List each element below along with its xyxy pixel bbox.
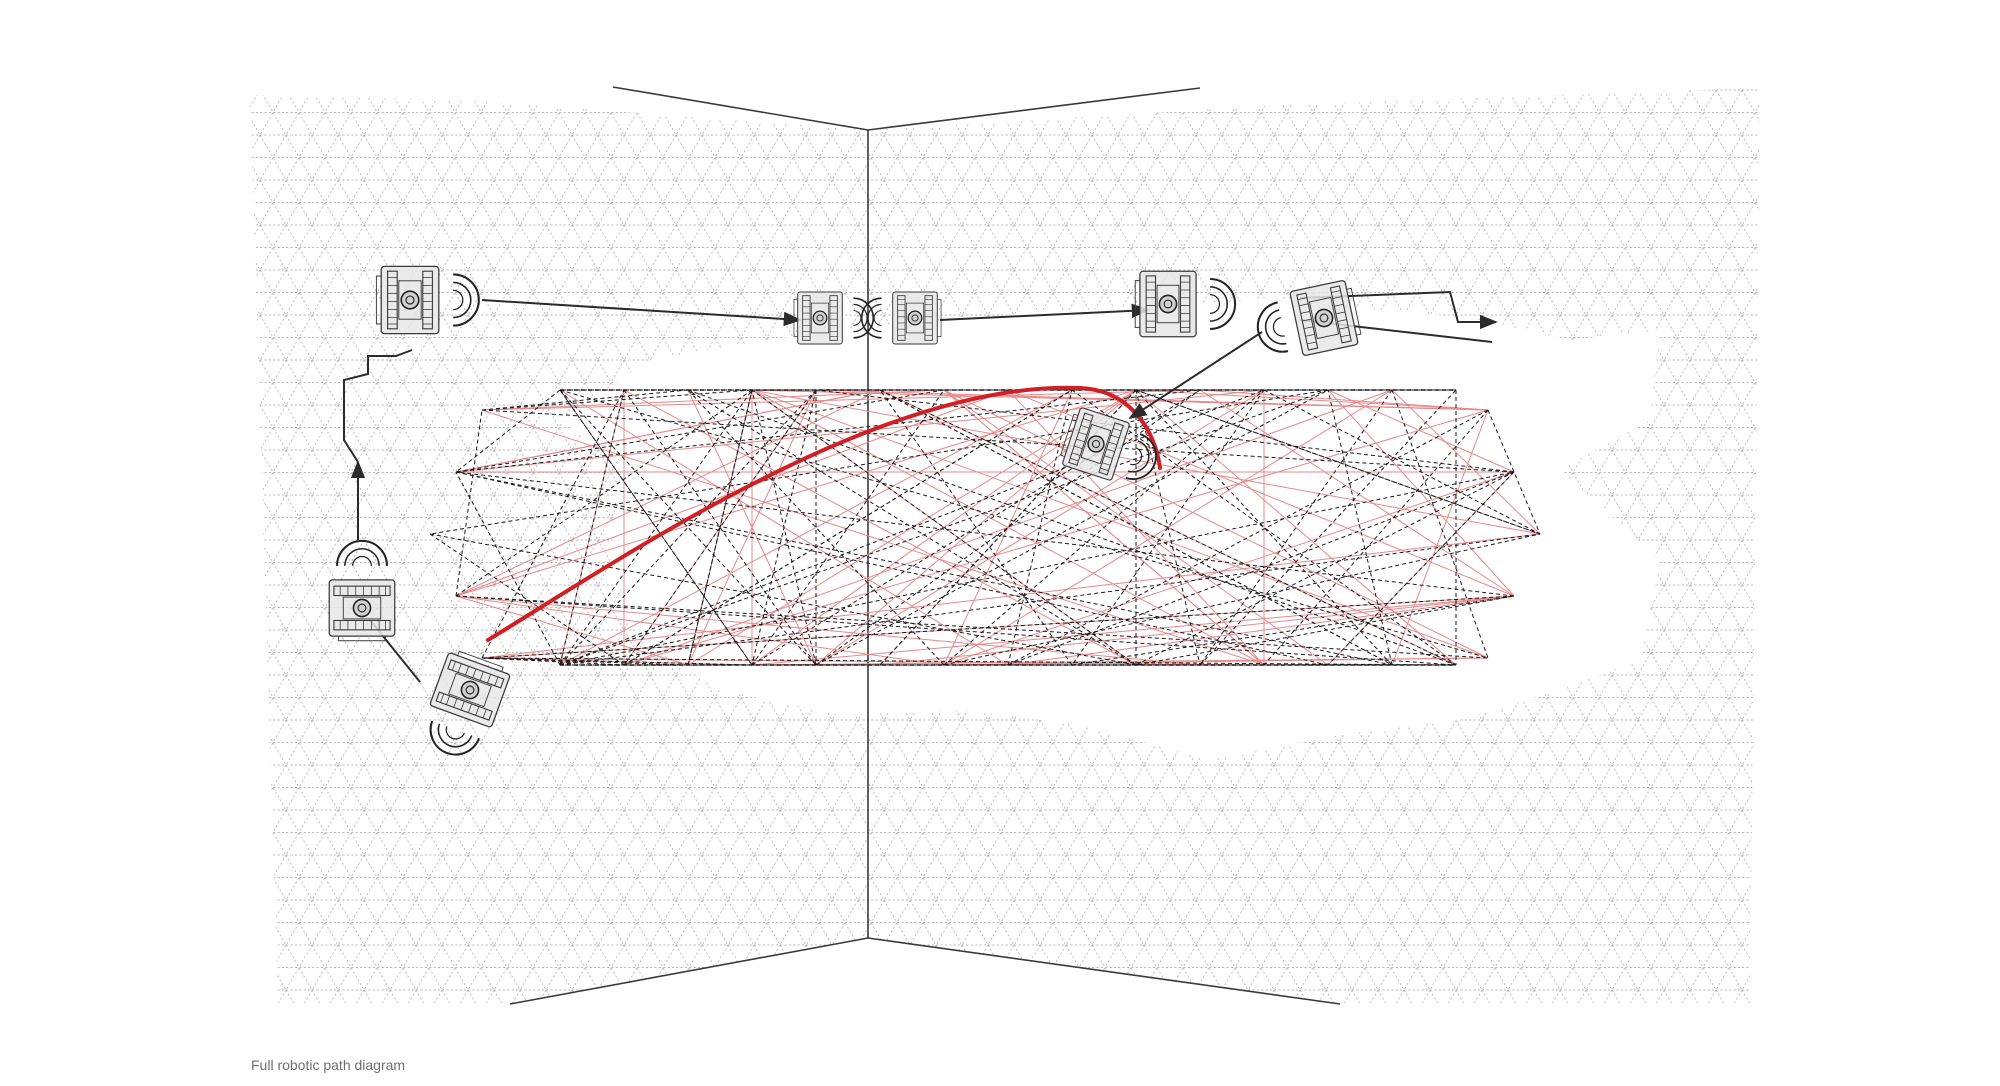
web-strand <box>943 389 1265 666</box>
web-strand <box>481 657 625 666</box>
web-strand <box>455 595 1457 666</box>
web-strand <box>559 389 1073 666</box>
web-strand <box>481 657 1457 666</box>
web-strand <box>1327 389 1515 473</box>
web-strand <box>455 389 1137 597</box>
web-strand <box>1007 595 1515 666</box>
web-strand <box>1007 471 1515 666</box>
web-strand <box>455 471 1515 597</box>
web-strand <box>1135 595 1515 666</box>
web-strand <box>455 471 561 666</box>
web-strand <box>1263 409 1489 666</box>
web-strand <box>1391 389 1541 535</box>
web-strand <box>559 471 1515 666</box>
web-strand <box>751 389 1489 659</box>
web-strand <box>815 389 1329 666</box>
web-strand <box>751 595 1515 666</box>
web-strand <box>1391 389 1489 659</box>
web-strand <box>1135 389 1457 666</box>
web-strand <box>1327 389 1515 597</box>
web-strand <box>559 389 625 666</box>
web-strand <box>687 389 1137 666</box>
web-strand <box>481 533 1541 659</box>
web-strand <box>879 389 1393 666</box>
web-strand <box>623 389 1137 666</box>
work-zone-mask <box>560 300 1660 760</box>
web-strand <box>1071 595 1515 666</box>
web-strand <box>455 595 689 666</box>
web-strand <box>879 389 1457 666</box>
web-strand <box>1135 471 1515 666</box>
web-strand <box>943 533 1541 666</box>
web-strand <box>1487 409 1541 535</box>
web-strand <box>1391 409 1489 666</box>
web-strand <box>481 389 1201 411</box>
web-strand <box>879 595 1515 666</box>
web-strand <box>455 595 1201 666</box>
web-strand <box>815 389 1515 473</box>
web-strand <box>943 389 1489 659</box>
web-strand <box>1327 389 1393 666</box>
web-strand <box>455 389 881 473</box>
web-strand <box>455 389 561 473</box>
web-strand <box>687 389 753 666</box>
web-strand <box>943 471 1515 666</box>
web-strand <box>1199 389 1515 597</box>
web-strand <box>751 389 817 666</box>
web-strand <box>1263 389 1541 535</box>
web-strand <box>815 389 1489 411</box>
web-strand <box>1007 389 1073 666</box>
web-strand <box>429 533 1137 666</box>
diagram-caption: Full robotic path diagram <box>251 1057 405 1073</box>
web-strand <box>481 657 753 666</box>
web-strand <box>623 389 1073 666</box>
web-strand <box>455 389 945 473</box>
web-strand <box>1071 389 1457 666</box>
web-strand <box>481 595 1515 659</box>
web-strand <box>481 389 625 659</box>
web-strand <box>455 409 483 597</box>
web-strand <box>751 389 1201 666</box>
web-strand <box>1135 389 1201 666</box>
web-strand <box>455 471 1329 666</box>
web-strand <box>1135 389 1541 535</box>
web-strand <box>455 595 1489 659</box>
robot-icon <box>375 265 480 335</box>
web-strand <box>559 389 1329 666</box>
web-strand <box>1327 471 1515 666</box>
web-strand <box>455 389 881 597</box>
web-strand <box>455 389 1201 473</box>
web-strand <box>481 389 753 411</box>
robot-navigation-path <box>343 290 1498 683</box>
web-strand <box>455 471 1393 666</box>
web-strand <box>481 657 689 666</box>
room-corner-edges <box>509 86 1341 1005</box>
